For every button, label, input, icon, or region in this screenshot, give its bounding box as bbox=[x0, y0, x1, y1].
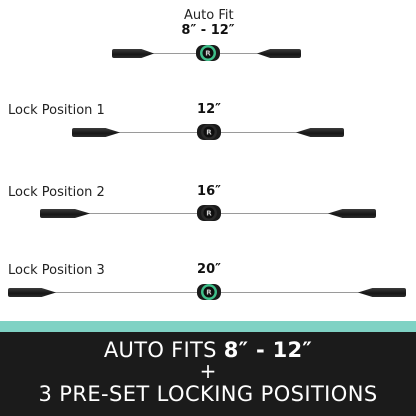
svg-text:R: R bbox=[206, 210, 212, 218]
auto-fit-left-plug bbox=[112, 49, 154, 58]
footer-prefix: AUTO FITS bbox=[103, 338, 224, 362]
lock-position-2-size: 16″ bbox=[197, 184, 221, 199]
auto-fit-right-plug bbox=[257, 49, 301, 58]
auto-fit-size: 8″ - 12″ bbox=[181, 23, 235, 38]
footer-headline: AUTO FITS 8″ - 12″ bbox=[0, 338, 416, 362]
svg-text:R: R bbox=[205, 50, 211, 58]
auto-fit-label: Auto Fit bbox=[184, 8, 234, 23]
lock-position-1-right-plug bbox=[296, 128, 344, 137]
svg-text:R: R bbox=[206, 129, 212, 137]
svg-text:R: R bbox=[206, 289, 212, 297]
lock-position-1-size: 12″ bbox=[197, 102, 221, 117]
footer-range: 8″ - 12″ bbox=[223, 338, 313, 362]
hub-logo-icon: R bbox=[197, 284, 221, 300]
footer-plus: + bbox=[199, 359, 217, 383]
hub-logo-icon: R bbox=[196, 45, 220, 61]
lock-position-3-label: Lock Position 3 bbox=[8, 263, 105, 278]
lock-position-3-size: 20″ bbox=[197, 262, 221, 277]
accent-stripe bbox=[0, 321, 416, 332]
lock-position-3-right-plug bbox=[358, 288, 406, 297]
hub-logo-icon: R bbox=[197, 124, 221, 140]
lock-position-1-label: Lock Position 1 bbox=[8, 103, 105, 118]
footer-subline: 3 PRE-SET LOCKING POSITIONS bbox=[38, 382, 378, 406]
lock-position-3-left-plug bbox=[8, 288, 56, 297]
lock-position-2-label: Lock Position 2 bbox=[8, 185, 105, 200]
lock-position-2-right-plug bbox=[328, 209, 376, 218]
footer-banner: AUTO FITS 8″ - 12″ + 3 PRE-SET LOCKING P… bbox=[0, 321, 416, 416]
lock-position-2-left-plug bbox=[40, 209, 90, 218]
hub-logo-icon: R bbox=[197, 205, 221, 221]
lock-position-1-left-plug bbox=[72, 128, 120, 137]
